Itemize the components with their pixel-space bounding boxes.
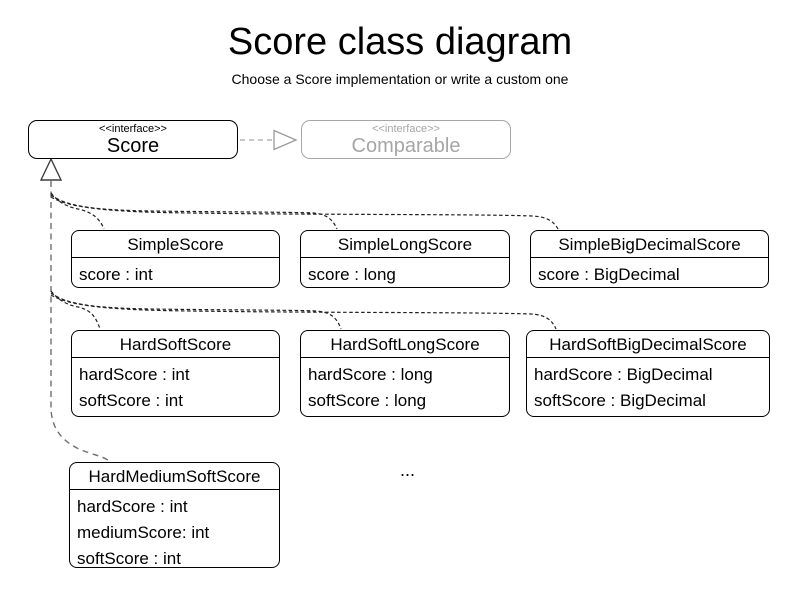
interface-name: Score [106, 134, 160, 157]
interface-score: <<interface>> Score [28, 120, 238, 159]
realization-edge-hardsoftbigdecimalscore [50, 294, 557, 330]
attribute: hardScore : int [79, 365, 190, 384]
interface-name: Comparable [351, 134, 461, 157]
attribute: score : long [308, 265, 396, 284]
attribute: hardScore : long [308, 365, 433, 384]
class-hardsoftlongscore: HardSoftLongScore hardScore : long softS… [300, 330, 510, 417]
class-title: HardSoftBigDecimalScore [527, 331, 769, 358]
class-simplelongscore: SimpleLongScore score : long [300, 230, 510, 288]
hollow-triangle-arrowhead-icon [273, 129, 298, 151]
attribute: softScore : BigDecimal [534, 391, 706, 410]
attribute: score : BigDecimal [538, 265, 680, 284]
stereotype-label: <<interface>> [99, 122, 167, 135]
ellipsis-label: ... [400, 460, 416, 480]
attribute: softScore : long [308, 391, 427, 410]
class-title: HardMediumSoftScore [70, 463, 279, 490]
class-simplebigdecimalscore: SimpleBigDecimalScore score : BigDecimal [530, 230, 769, 288]
attribute: mediumScore: int [77, 523, 210, 542]
class-title: SimpleLongScore [301, 231, 509, 258]
realization-edge-hardsoftscore [50, 290, 101, 330]
interface-comparable: <<interface>> Comparable [301, 120, 511, 159]
realization-edge-hardsoftlongscore [50, 292, 342, 330]
class-title: HardSoftScore [72, 331, 279, 358]
realization-edge-hardmediumsoftscore [50, 181, 110, 462]
realization-edge-simplelongscore [50, 194, 338, 230]
class-title: HardSoftLongScore [301, 331, 509, 358]
class-title: SimpleScore [72, 231, 279, 258]
realization-edge-simplescore [50, 192, 105, 230]
page-subtitle: Choose a Score implementation or write a… [231, 71, 569, 87]
attribute: softScore : int [79, 391, 183, 410]
class-hardsoftscore: HardSoftScore hardScore : int softScore … [71, 330, 280, 417]
class-hardmediumsoftscore: HardMediumSoftScore hardScore : int medi… [69, 462, 280, 568]
page-title: Score class diagram [227, 21, 573, 63]
realization-edge-simplebigdecimalscore [50, 196, 559, 230]
attribute: hardScore : int [77, 497, 188, 516]
attribute: score : int [79, 265, 153, 284]
attribute: hardScore : BigDecimal [534, 365, 713, 384]
attribute: softScore : int [77, 549, 181, 568]
class-title: SimpleBigDecimalScore [531, 231, 768, 258]
class-simplescore: SimpleScore score : int [71, 230, 280, 288]
stereotype-label: <<interface>> [372, 122, 440, 135]
class-hardsoftbigdecimalscore: HardSoftBigDecimalScore hardScore : BigD… [526, 330, 770, 417]
realization-arrowhead-icon [39, 157, 63, 181]
